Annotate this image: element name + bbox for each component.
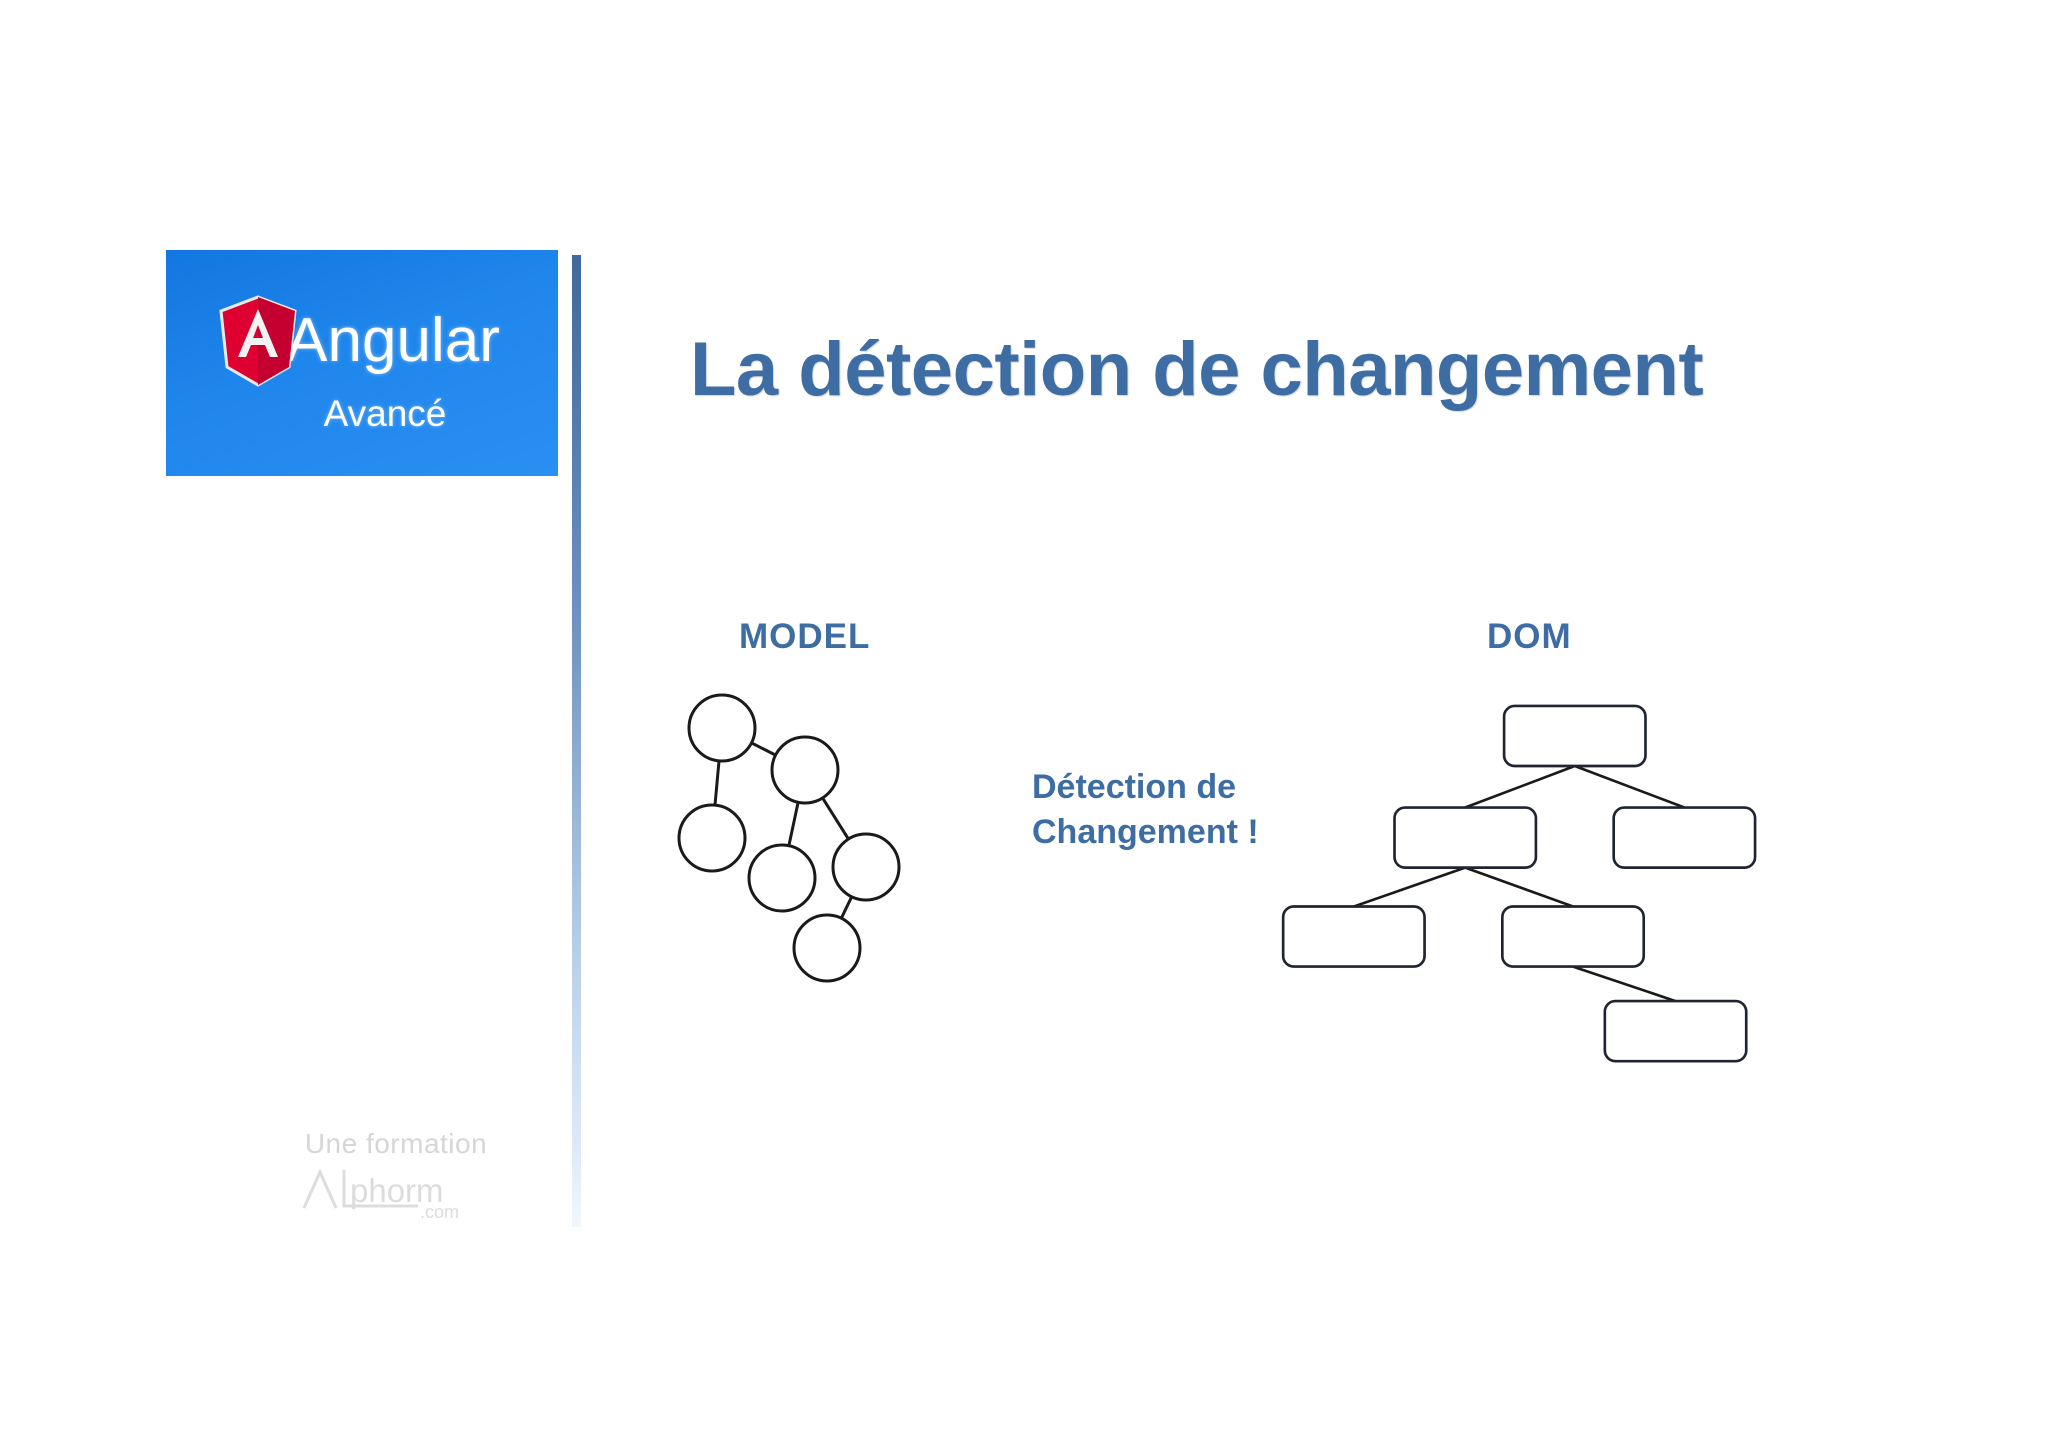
dom-node xyxy=(1393,806,1538,869)
angular-course-logo: Angular Avancé xyxy=(166,250,558,476)
dom-edge xyxy=(1572,965,1676,1003)
page-title: La détection de changement xyxy=(690,327,1704,412)
model-node xyxy=(677,803,747,873)
dom-node xyxy=(1501,905,1646,968)
model-node xyxy=(747,843,817,913)
svg-text:.com: .com xyxy=(420,1202,459,1222)
logo-subtitle-text: Avancé xyxy=(323,392,447,434)
dom-node xyxy=(1612,806,1757,869)
vertical-divider xyxy=(572,255,581,1227)
dom-node xyxy=(1603,999,1748,1063)
dom-tree-graph xyxy=(1281,704,1757,1063)
caption-line-1: Détection de xyxy=(1032,768,1237,806)
dom-edge xyxy=(1464,866,1574,908)
model-node xyxy=(792,913,862,983)
footer-tagline: Une formation xyxy=(304,1128,488,1159)
model-node xyxy=(831,832,901,902)
model-node xyxy=(687,693,757,763)
model-edge xyxy=(750,741,777,757)
change-detection-caption: Détection de Changement ! xyxy=(1032,765,1352,855)
alphorm-logo: phorm .com xyxy=(298,1162,494,1224)
dom-edge xyxy=(1464,764,1576,809)
angular-shield-icon xyxy=(218,294,298,387)
svg-text:phorm: phorm xyxy=(350,1172,444,1209)
dom-tree-edges xyxy=(1353,764,1685,1003)
model-edge xyxy=(821,797,850,840)
dom-node xyxy=(1502,704,1647,768)
model-edge xyxy=(839,896,854,919)
model-node-graph xyxy=(677,693,901,983)
model-graph-nodes xyxy=(677,693,901,983)
dom-node xyxy=(1281,905,1426,968)
model-edge xyxy=(787,801,800,847)
dom-tree-nodes xyxy=(1281,704,1757,1063)
dom-edge xyxy=(1574,764,1685,809)
model-section-label: MODEL xyxy=(739,617,871,656)
model-graph-edges xyxy=(713,741,854,919)
logo-brand-text: Angular xyxy=(286,305,500,375)
dom-section-label: DOM xyxy=(1487,617,1572,656)
model-node xyxy=(770,735,840,805)
model-edge xyxy=(713,760,721,806)
footer-credit: Une formation phorm .com xyxy=(266,1130,526,1229)
caption-line-2: Changement ! xyxy=(1032,812,1259,851)
dom-edge xyxy=(1353,866,1466,908)
